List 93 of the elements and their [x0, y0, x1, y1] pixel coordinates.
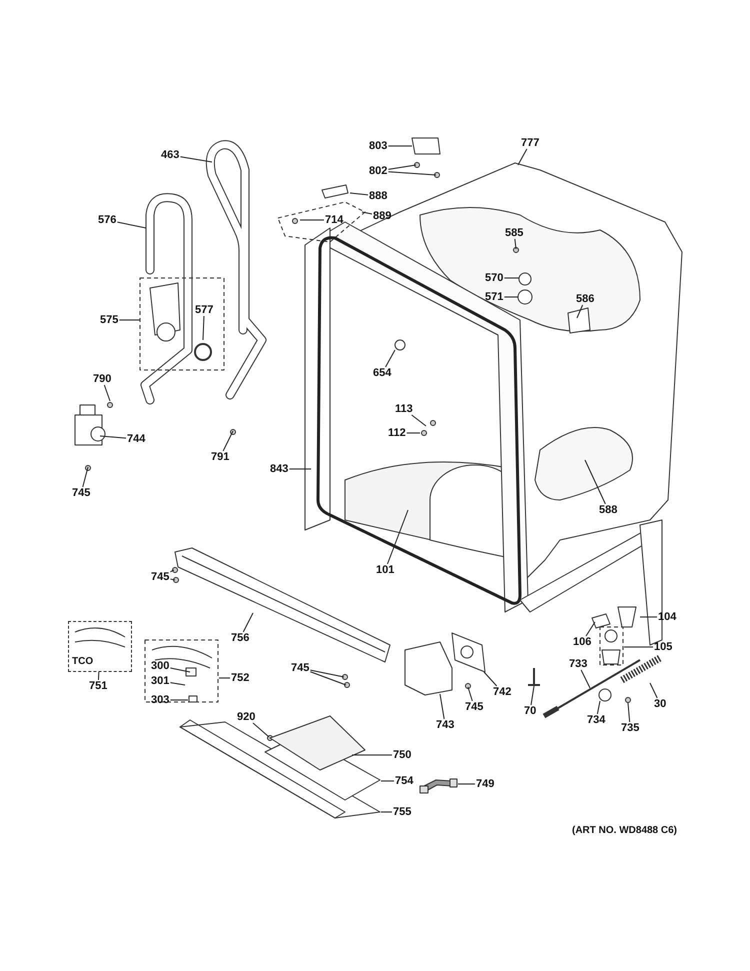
callout-number: 106 — [572, 636, 592, 648]
leader-line — [504, 296, 518, 298]
callout-number: 920 — [236, 711, 256, 723]
callout-number: 790 — [92, 373, 112, 385]
leader-line — [624, 646, 654, 648]
leader-line — [385, 350, 396, 368]
leader-line — [170, 570, 174, 572]
leader-line — [576, 304, 584, 318]
callout-number: 752 — [230, 672, 250, 684]
callout-number: 101 — [375, 564, 396, 576]
leader-line — [288, 468, 312, 470]
leader-line — [170, 668, 190, 672]
leader-line — [352, 754, 392, 756]
leader-line — [580, 670, 590, 688]
leader-line — [386, 510, 408, 564]
leader-line — [468, 686, 473, 702]
callout-number: 463 — [160, 149, 180, 161]
leader-line — [98, 672, 100, 680]
callout-number: 570 — [484, 272, 504, 284]
leader-line — [484, 672, 498, 686]
leader-line — [222, 430, 234, 452]
leader-line — [104, 384, 110, 402]
leader-line — [180, 156, 212, 162]
callout-number: 588 — [598, 504, 618, 516]
callout-number: 755 — [392, 806, 412, 818]
callout-number: 300 — [150, 660, 170, 672]
note-text: (ART NO. WD8488 C6) — [572, 825, 678, 836]
callout-number: 303 — [150, 694, 170, 706]
callout-number: 889 — [372, 210, 392, 222]
callout-number: 577 — [194, 304, 214, 316]
leader-line — [170, 578, 176, 580]
callout-number: 745 — [150, 571, 170, 583]
leader-line — [380, 780, 394, 782]
callout-number: 714 — [324, 214, 344, 226]
callout-number: 113 — [394, 403, 414, 415]
callout-number: 105 — [653, 641, 674, 653]
callout-number: 735 — [620, 722, 640, 734]
callout-number: 756 — [230, 632, 250, 644]
callout-number: 803 — [368, 140, 388, 152]
leader-line — [530, 686, 534, 706]
leader-line — [514, 238, 516, 250]
leader-line — [202, 316, 204, 340]
leader-line — [388, 171, 436, 176]
leader-line — [628, 702, 630, 722]
callout-number: 571 — [484, 291, 504, 303]
leader-line — [640, 616, 658, 618]
callout-number: 754 — [394, 775, 414, 787]
leader-line — [518, 148, 528, 166]
callout-number: 654 — [372, 367, 392, 379]
leader-line — [242, 612, 254, 632]
leader-line — [411, 414, 426, 426]
callout-number: 112 — [387, 427, 407, 439]
callout-number: 843 — [269, 463, 290, 475]
leader-line — [586, 622, 596, 636]
leader-line — [584, 460, 606, 504]
callout-number: 301 — [150, 675, 170, 687]
leader-line — [650, 682, 658, 698]
callout-number: 70 — [523, 705, 538, 717]
callout-number: 751 — [88, 680, 108, 692]
callout-number: 734 — [586, 714, 606, 726]
leader-line — [82, 466, 88, 488]
callout-number: 742 — [492, 686, 512, 698]
callout-number: 750 — [392, 749, 412, 761]
leader-line — [310, 671, 346, 686]
leader-line — [440, 694, 445, 720]
leader-line — [406, 432, 420, 434]
callout-number: 743 — [435, 719, 456, 731]
leader-line — [252, 722, 270, 738]
callout-number: 733 — [568, 658, 588, 670]
leader-line — [350, 192, 368, 196]
callout-number: 745 — [464, 701, 484, 713]
callout-number: 749 — [475, 778, 496, 790]
callout-number: 30 — [653, 698, 668, 710]
callout-number: 745 — [290, 662, 310, 674]
leader-line — [100, 436, 126, 439]
callout-number: 745 — [71, 487, 92, 499]
callout-number: 791 — [210, 451, 230, 463]
callout-number: 744 — [126, 433, 146, 445]
leader-line — [388, 164, 416, 170]
callout-number: 585 — [504, 227, 524, 239]
callout-number: 888 — [368, 190, 388, 202]
leader-line — [116, 222, 146, 228]
leader-line — [170, 682, 186, 686]
callout-number: 802 — [368, 165, 388, 177]
callout-number: 576 — [97, 214, 118, 226]
callout-number: 777 — [520, 137, 540, 149]
leader-line — [596, 700, 600, 714]
part-label: TCO — [72, 656, 94, 668]
leader-line — [310, 670, 344, 678]
callout-number: 586 — [575, 293, 596, 305]
callout-number: 575 — [99, 314, 120, 326]
dashed-group-outline — [68, 621, 132, 672]
leader-line — [362, 212, 372, 214]
